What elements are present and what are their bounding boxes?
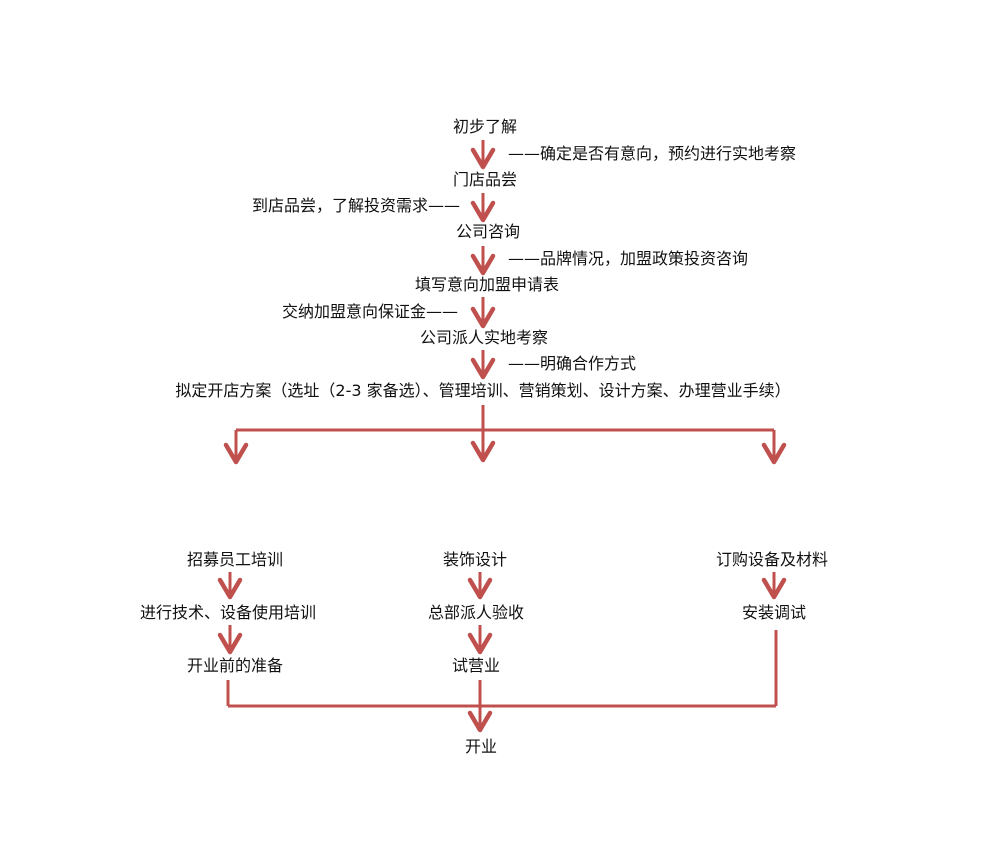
- step-application-form: 填写意向加盟申请表: [414, 275, 560, 294]
- middle-step-hq-acceptance: 总部派人验收: [427, 603, 525, 622]
- left-arrow-2: [217, 625, 243, 655]
- main-arrow-5: [470, 350, 496, 380]
- branch-connector: [223, 405, 787, 465]
- step-initial-understanding: 初步了解: [452, 117, 518, 136]
- left-step-pre-opening: 开业前的准备: [186, 656, 284, 675]
- step-company-consult: 公司咨询: [455, 222, 521, 241]
- merge-connector: [226, 630, 778, 733]
- right-arrow-1: [761, 572, 787, 600]
- main-arrow-4: [470, 297, 496, 329]
- note-brand-policy: ——品牌情况，加盟政策投资咨询: [508, 249, 749, 268]
- middle-arrow-2: [467, 625, 493, 655]
- note-deposit: 交纳加盟意向保证金——: [281, 302, 458, 321]
- main-arrow-3: [470, 246, 496, 276]
- note-cooperation-mode: ——明确合作方式: [508, 354, 637, 373]
- main-arrow-1: [470, 140, 496, 170]
- middle-step-trial-operation: 试营业: [451, 656, 501, 675]
- step-store-tasting: 门店品尝: [452, 170, 518, 189]
- left-arrow-1: [217, 572, 243, 600]
- middle-step-decoration: 装饰设计: [442, 550, 508, 569]
- step-site-inspection: 公司派人实地考察: [419, 328, 549, 347]
- right-step-order-equipment: 订购设备及材料: [715, 550, 829, 569]
- middle-arrow-1: [467, 572, 493, 600]
- step-store-plan: 拟定开店方案（选址（2-3 家备选）、管理培训、营销策划、设计方案、办理营业手续…: [175, 381, 791, 400]
- final-opening: 开业: [464, 737, 498, 756]
- note-confirm-intention: ——确定是否有意向，预约进行实地考察: [508, 144, 797, 163]
- left-step-tech-training: 进行技术、设备使用培训: [139, 603, 317, 622]
- left-step-recruit-training: 招募员工培训: [186, 550, 284, 569]
- note-tasting-needs: 到店品尝，了解投资需求——: [251, 196, 460, 215]
- right-step-install-debug: 安装调试: [741, 603, 807, 622]
- main-arrow-2: [470, 193, 496, 223]
